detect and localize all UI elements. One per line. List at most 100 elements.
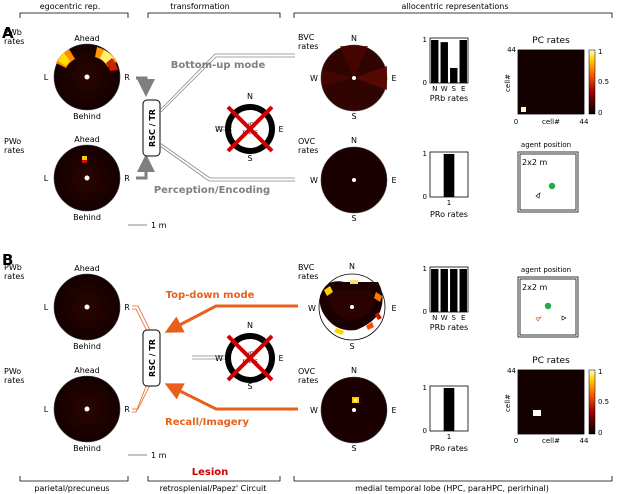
- header: egocentric rep. transformation allocentr…: [19, 2, 613, 18]
- prb-b-bar-1: [440, 269, 448, 312]
- prb-xlabel-a: PRb rates: [430, 94, 468, 103]
- pwb-label-b-2: rates: [4, 272, 24, 281]
- pro-chart-b: 1 0 1 PRo rates: [423, 384, 469, 453]
- pwo-left-b: L: [44, 405, 49, 414]
- prb-xlabel-b: PRb rates: [430, 323, 468, 332]
- mode-text-a: Bottom-up mode: [171, 60, 266, 71]
- prb-ytick-0-a: 0: [423, 79, 427, 87]
- ovc-w-a: W: [310, 176, 318, 185]
- hd-text-a-2: rates: [242, 129, 257, 136]
- prb-a-xtick-0: N: [432, 85, 437, 93]
- pc-title-a: PC rates: [532, 36, 570, 46]
- rsc-to-pw-links-b: [132, 305, 151, 413]
- pro-b-bar-0: [443, 388, 455, 431]
- pc-rates-a: PC rates 44 0 44 cell# cell# 1 0.5 0: [504, 36, 609, 126]
- pc-xtick-0-a: 0: [514, 118, 518, 126]
- ovc-n-a: N: [351, 136, 357, 145]
- ovc-label-a-1: OVC: [298, 137, 316, 146]
- cbar-tick-05-b: 0.5: [598, 398, 609, 406]
- agent-marker-b: [561, 315, 567, 321]
- rsc-label-a: RSC / TR: [148, 109, 157, 147]
- pwb-disc-b: [53, 273, 121, 341]
- hd-n-b: N: [247, 321, 253, 330]
- header-allocentric: allocentric representations: [401, 2, 508, 11]
- agent-dot-b: [544, 302, 552, 310]
- hd-w-a: W: [215, 125, 223, 134]
- pwb-behind-a: Behind: [73, 112, 101, 121]
- scale-text-a: 1 m: [151, 221, 167, 230]
- footer-mtl: medial temporal lobe (HPC, paraHPC, peri…: [355, 484, 549, 493]
- pwo-label-b-2: rates: [4, 376, 24, 385]
- pwo-right-b: R: [124, 405, 130, 414]
- bvc-e-b: E: [391, 304, 396, 313]
- footer-bracket-allo: [293, 476, 613, 482]
- ovc-e-a: E: [391, 176, 396, 185]
- pc-title-b: PC rates: [532, 356, 570, 366]
- pwb-ahead-b: Ahead: [74, 264, 99, 273]
- prb-ytick-0-b: 0: [423, 308, 427, 316]
- footer-parietal: parietal/precuneus: [34, 484, 109, 493]
- pc-map-a: [517, 49, 585, 115]
- pro-bars-b: 1: [443, 388, 455, 441]
- pwo-disc-b: [53, 375, 121, 443]
- pro-bars-a: 1: [443, 154, 455, 207]
- prb-a-bar-3: [459, 40, 467, 83]
- panel-a: A PWb rates Ahead L R Behind PWo rates A…: [2, 24, 609, 230]
- hd-w-b: W: [215, 354, 223, 363]
- prb-a-bar-2: [450, 67, 458, 83]
- hd-s-b: S: [247, 382, 252, 391]
- pro-b-xtick-0: 1: [447, 433, 451, 441]
- env-size-b: 2x2 m: [522, 283, 547, 292]
- ovc-label-b-1: OVC: [298, 367, 316, 376]
- arrow-pwo-to-rsc-a: [136, 154, 155, 180]
- ovc-label-a-2: rates: [298, 146, 318, 155]
- header-transformation: transformation: [170, 2, 229, 11]
- ovc-e-b: E: [391, 406, 396, 415]
- bvc-label-b-2: rates: [298, 272, 318, 281]
- pwb-disc-a: [53, 43, 121, 111]
- pwo-label-b-1: PWo: [4, 367, 21, 376]
- pc-xtick-0-b: 0: [514, 437, 518, 445]
- prb-a-bar-1: [440, 42, 448, 83]
- bvc-s-a: S: [351, 112, 356, 121]
- lesion-cross-b: [226, 334, 274, 382]
- pwb-right-b: R: [124, 303, 130, 312]
- process-text-a: Perception/Encoding: [154, 185, 270, 196]
- bvc-w-b: W: [308, 304, 316, 313]
- pwb-left-b: L: [44, 303, 49, 312]
- prb-b-bar-0: [431, 269, 439, 312]
- pc-colorbar-b: [588, 369, 596, 435]
- pro-a-xtick-0: 1: [447, 199, 451, 207]
- pro-xlabel-b: PRo rates: [430, 444, 468, 453]
- prb-b-bar-2: [450, 269, 458, 312]
- scale-text-b: 1 m: [151, 451, 167, 460]
- rsc-box-a: [142, 99, 161, 157]
- bvc-label-a-2: rates: [298, 42, 318, 51]
- prb-ytick-1-b: 1: [423, 265, 427, 273]
- agent-position-a: agent position 2x2 m: [517, 141, 579, 213]
- ovc-w-b: W: [310, 406, 318, 415]
- bvc-disc-b: [318, 273, 386, 341]
- prb-a-xtick-2: S: [452, 85, 457, 93]
- agent-title-b: agent position: [521, 266, 571, 274]
- arrow-bvc-to-rsc-b: [164, 304, 298, 333]
- pwo-right-a: R: [124, 174, 130, 183]
- pc-ylabel-a: cell#: [504, 74, 512, 92]
- cbar-tick-0-a: 0: [598, 109, 602, 117]
- agent-position-b: agent position 2x2 m: [517, 266, 579, 338]
- hd-n-a: N: [247, 92, 253, 101]
- pro-chart-a: 1 0 1 PRo rates: [423, 150, 469, 219]
- pwb-right-a: R: [124, 73, 130, 82]
- footer-bracket-ego: [19, 476, 129, 482]
- prb-a-bar-0: [431, 40, 439, 83]
- pro-ytick-1-b: 1: [423, 384, 427, 392]
- pwo-behind-a: Behind: [73, 213, 101, 222]
- ovc-disc-a: [320, 146, 388, 214]
- prb-ytick-1-a: 1: [423, 36, 427, 44]
- cbar-tick-1-b: 1: [598, 368, 602, 376]
- bvc-label-b-1: BVC: [298, 263, 315, 272]
- mode-text-b: Top-down mode: [166, 290, 255, 301]
- prb-a-xtick-3: E: [461, 85, 465, 93]
